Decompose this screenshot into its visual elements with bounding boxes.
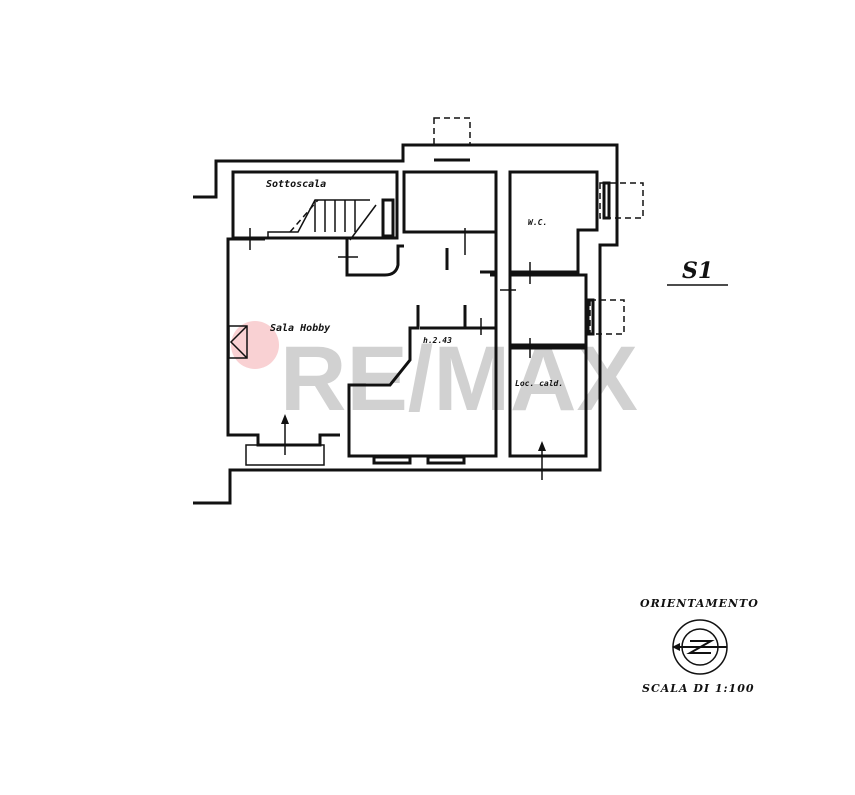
label-loc-cald: Loc. cald.	[515, 379, 563, 388]
staircase	[267, 198, 395, 241]
scale-label: SCALA DI 1:100	[642, 682, 755, 695]
room-right-middle	[508, 273, 588, 347]
room-top-center	[402, 170, 498, 234]
outer-wall	[193, 143, 619, 505]
room-wc	[508, 170, 599, 275]
label-sottoscala: Sottoscala	[266, 179, 326, 190]
label-height: h.2.43	[423, 336, 452, 345]
door-marks	[249, 228, 531, 358]
stair-landing	[345, 238, 404, 277]
room-lower-center	[347, 305, 498, 458]
room-loc-cald	[508, 346, 588, 458]
orientation-label: ORIENTAMENTO	[640, 597, 759, 610]
floor-label: S1	[682, 258, 713, 284]
label-wc: W.C.	[528, 218, 547, 227]
entry-arrow	[281, 414, 546, 480]
label-sala-hobby: Sala Hobby	[270, 323, 331, 334]
room-sottoscala	[231, 170, 399, 240]
room-sala-hobby	[226, 237, 340, 447]
balloon-logo	[231, 321, 279, 369]
svg-text:RE/MAX: RE/MAX	[280, 328, 638, 430]
compass-icon	[672, 619, 728, 675]
fireplace	[228, 325, 248, 359]
